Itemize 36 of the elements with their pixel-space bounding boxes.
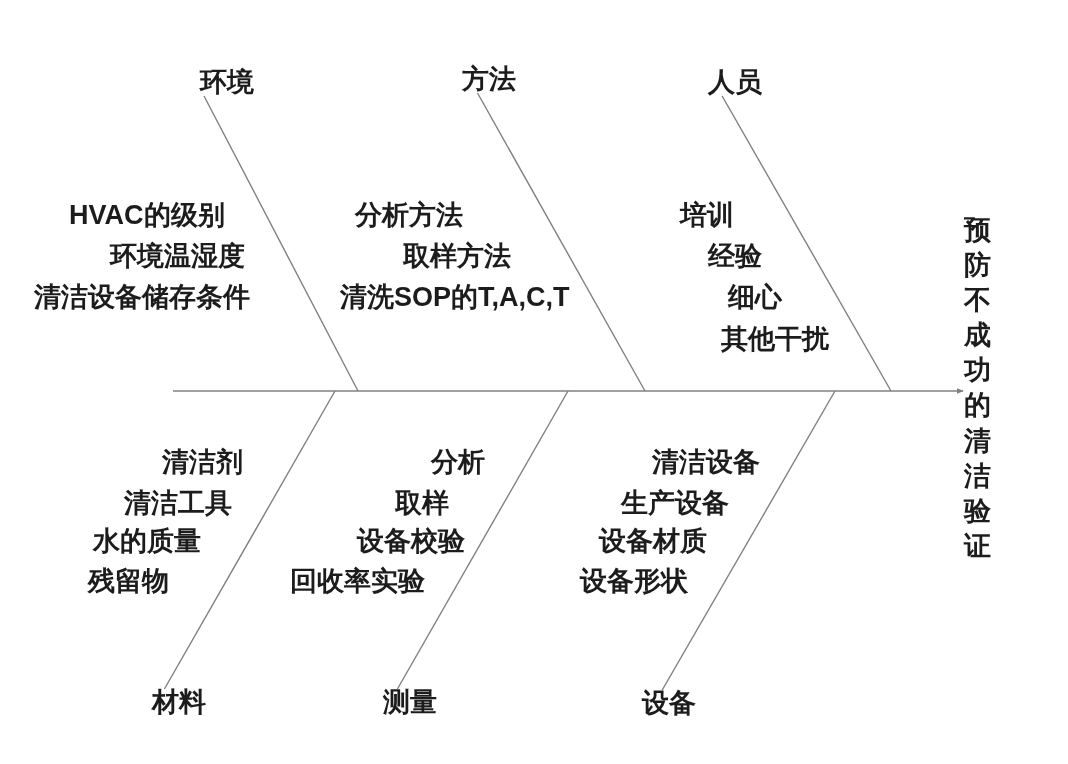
cause-label: 培训	[680, 202, 734, 229]
effect-label: 预防不成功的清洁验证	[964, 213, 991, 564]
cause-label: 水的质量	[93, 528, 201, 555]
branch-line	[396, 390, 569, 690]
arrow	[172, 388, 964, 394]
category-label: 人员	[708, 69, 762, 96]
cause-label: 设备材质	[599, 528, 707, 555]
cause-label: 生产设备	[621, 490, 729, 517]
cause-label: 清洁工具	[124, 490, 232, 517]
cause-label: 环境温湿度	[110, 243, 245, 270]
cause-label: 经验	[708, 243, 762, 270]
category-label: 测量	[383, 689, 437, 716]
cause-label: 分析	[431, 449, 485, 476]
category-label: 设备	[642, 690, 696, 717]
branch-line	[163, 390, 336, 690]
cause-label: 设备校验	[357, 528, 465, 555]
branch-line	[721, 95, 892, 392]
cause-label: 清洁设备储存条件	[34, 284, 250, 311]
category-label: 环境	[200, 69, 254, 96]
cause-label: 取样方法	[403, 243, 511, 270]
cause-label: 清洗SOP的T,A,C,T	[340, 284, 570, 311]
cause-label: 回收率实验	[290, 568, 425, 595]
cause-label: 残留物	[88, 568, 169, 595]
cause-label: 其他干扰	[721, 326, 829, 353]
cause-label: 清洁设备	[652, 449, 760, 476]
branch-line	[203, 95, 359, 392]
cause-label: 细心	[728, 284, 782, 311]
branch-line	[661, 390, 836, 691]
category-label: 材料	[152, 689, 206, 716]
cause-label: 取样	[395, 490, 449, 517]
category-label: 方法	[462, 66, 516, 93]
cause-label: 清洁剂	[162, 449, 243, 476]
cause-label: 设备形状	[580, 568, 688, 595]
cause-label: HVAC的级别	[69, 202, 225, 229]
branch-line	[476, 92, 646, 392]
cause-label: 分析方法	[355, 202, 463, 229]
